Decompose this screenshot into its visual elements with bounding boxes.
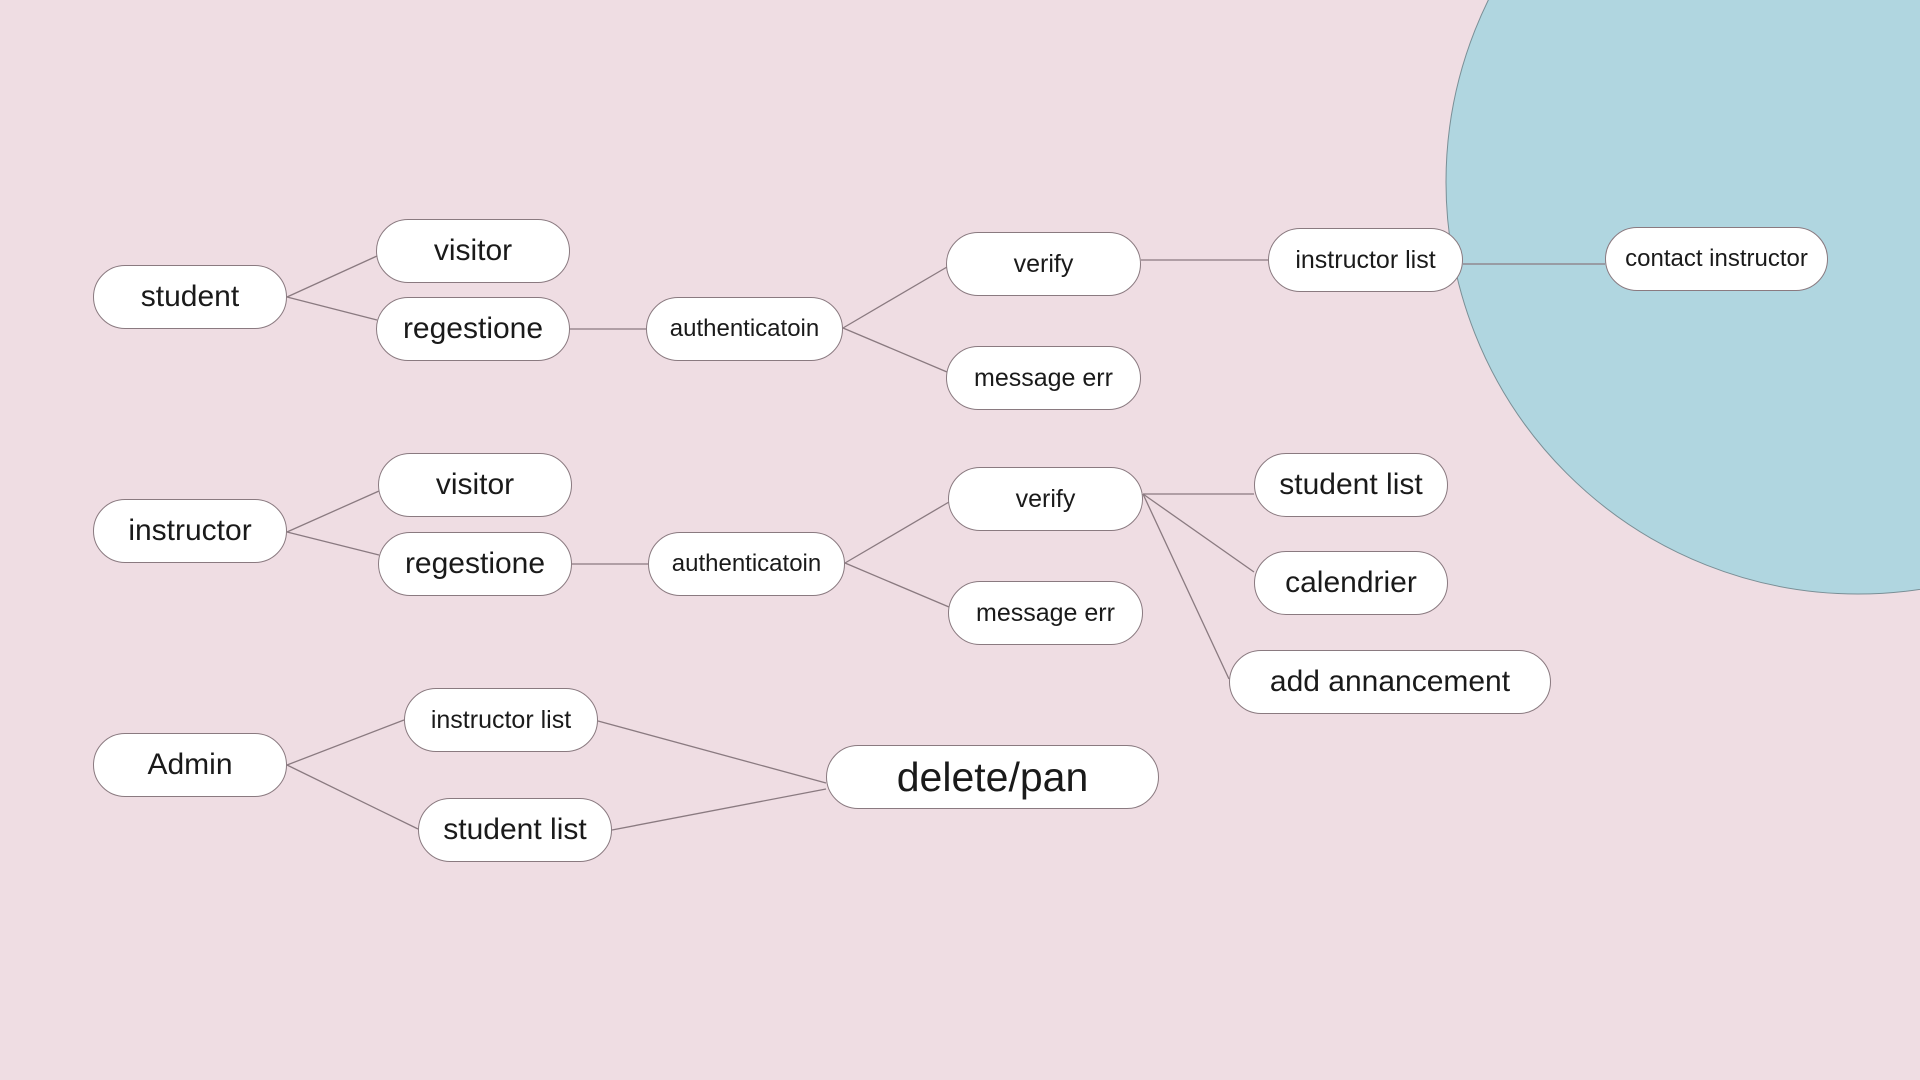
edge-instructor-list-action [597, 720, 827, 784]
node-student-registration: regestione [376, 297, 570, 361]
node-admin-instructor-list: instructor list [404, 688, 598, 752]
connector-lines [286, 255, 1605, 831]
node-instructor-authentication: authenticatoin [648, 532, 845, 596]
node-student-verify: verify [946, 232, 1141, 296]
node-student-visitor: visitor [376, 219, 570, 283]
node-admin: Admin [93, 733, 287, 797]
edge-instructor-visitor [286, 490, 380, 533]
node-instructor-visitor: visitor [378, 453, 572, 517]
edge-authentication2-verify2 [844, 501, 950, 564]
edge-verify2-calendar [1142, 493, 1255, 573]
node-instructor-registration: regestione [378, 532, 572, 596]
edge-student-registration [286, 296, 378, 321]
node-student-instructor-list: instructor list [1268, 228, 1463, 292]
edge-admin-student-list [286, 764, 419, 830]
node-contact-instructor: contact instructor [1605, 227, 1828, 291]
node-student: student [93, 265, 287, 329]
node-instructor-student-list: student list [1254, 453, 1448, 517]
edge-student-list-action [611, 788, 827, 831]
edge-student-visitor [286, 255, 378, 298]
edge-authentication2-error2 [844, 562, 950, 608]
edge-authentication-verify [842, 266, 948, 329]
node-delete-ban: delete/pan [826, 745, 1159, 809]
node-instructor: instructor [93, 499, 287, 563]
edge-authentication-error [842, 327, 948, 373]
node-instructor-error: message err [948, 581, 1143, 645]
highlight-circle [1445, 0, 1920, 595]
node-admin-student-list: student list [418, 798, 612, 862]
node-student-error: message err [946, 346, 1141, 410]
edge-instructor-registration [286, 531, 380, 556]
node-calendar: calendrier [1254, 551, 1448, 615]
node-add-announcement: add annancement [1229, 650, 1551, 714]
edge-verify2-announcement [1142, 493, 1230, 680]
edge-admin-instructor-list [286, 719, 405, 766]
node-student-authentication: authenticatoin [646, 297, 843, 361]
node-instructor-verify: verify [948, 467, 1143, 531]
